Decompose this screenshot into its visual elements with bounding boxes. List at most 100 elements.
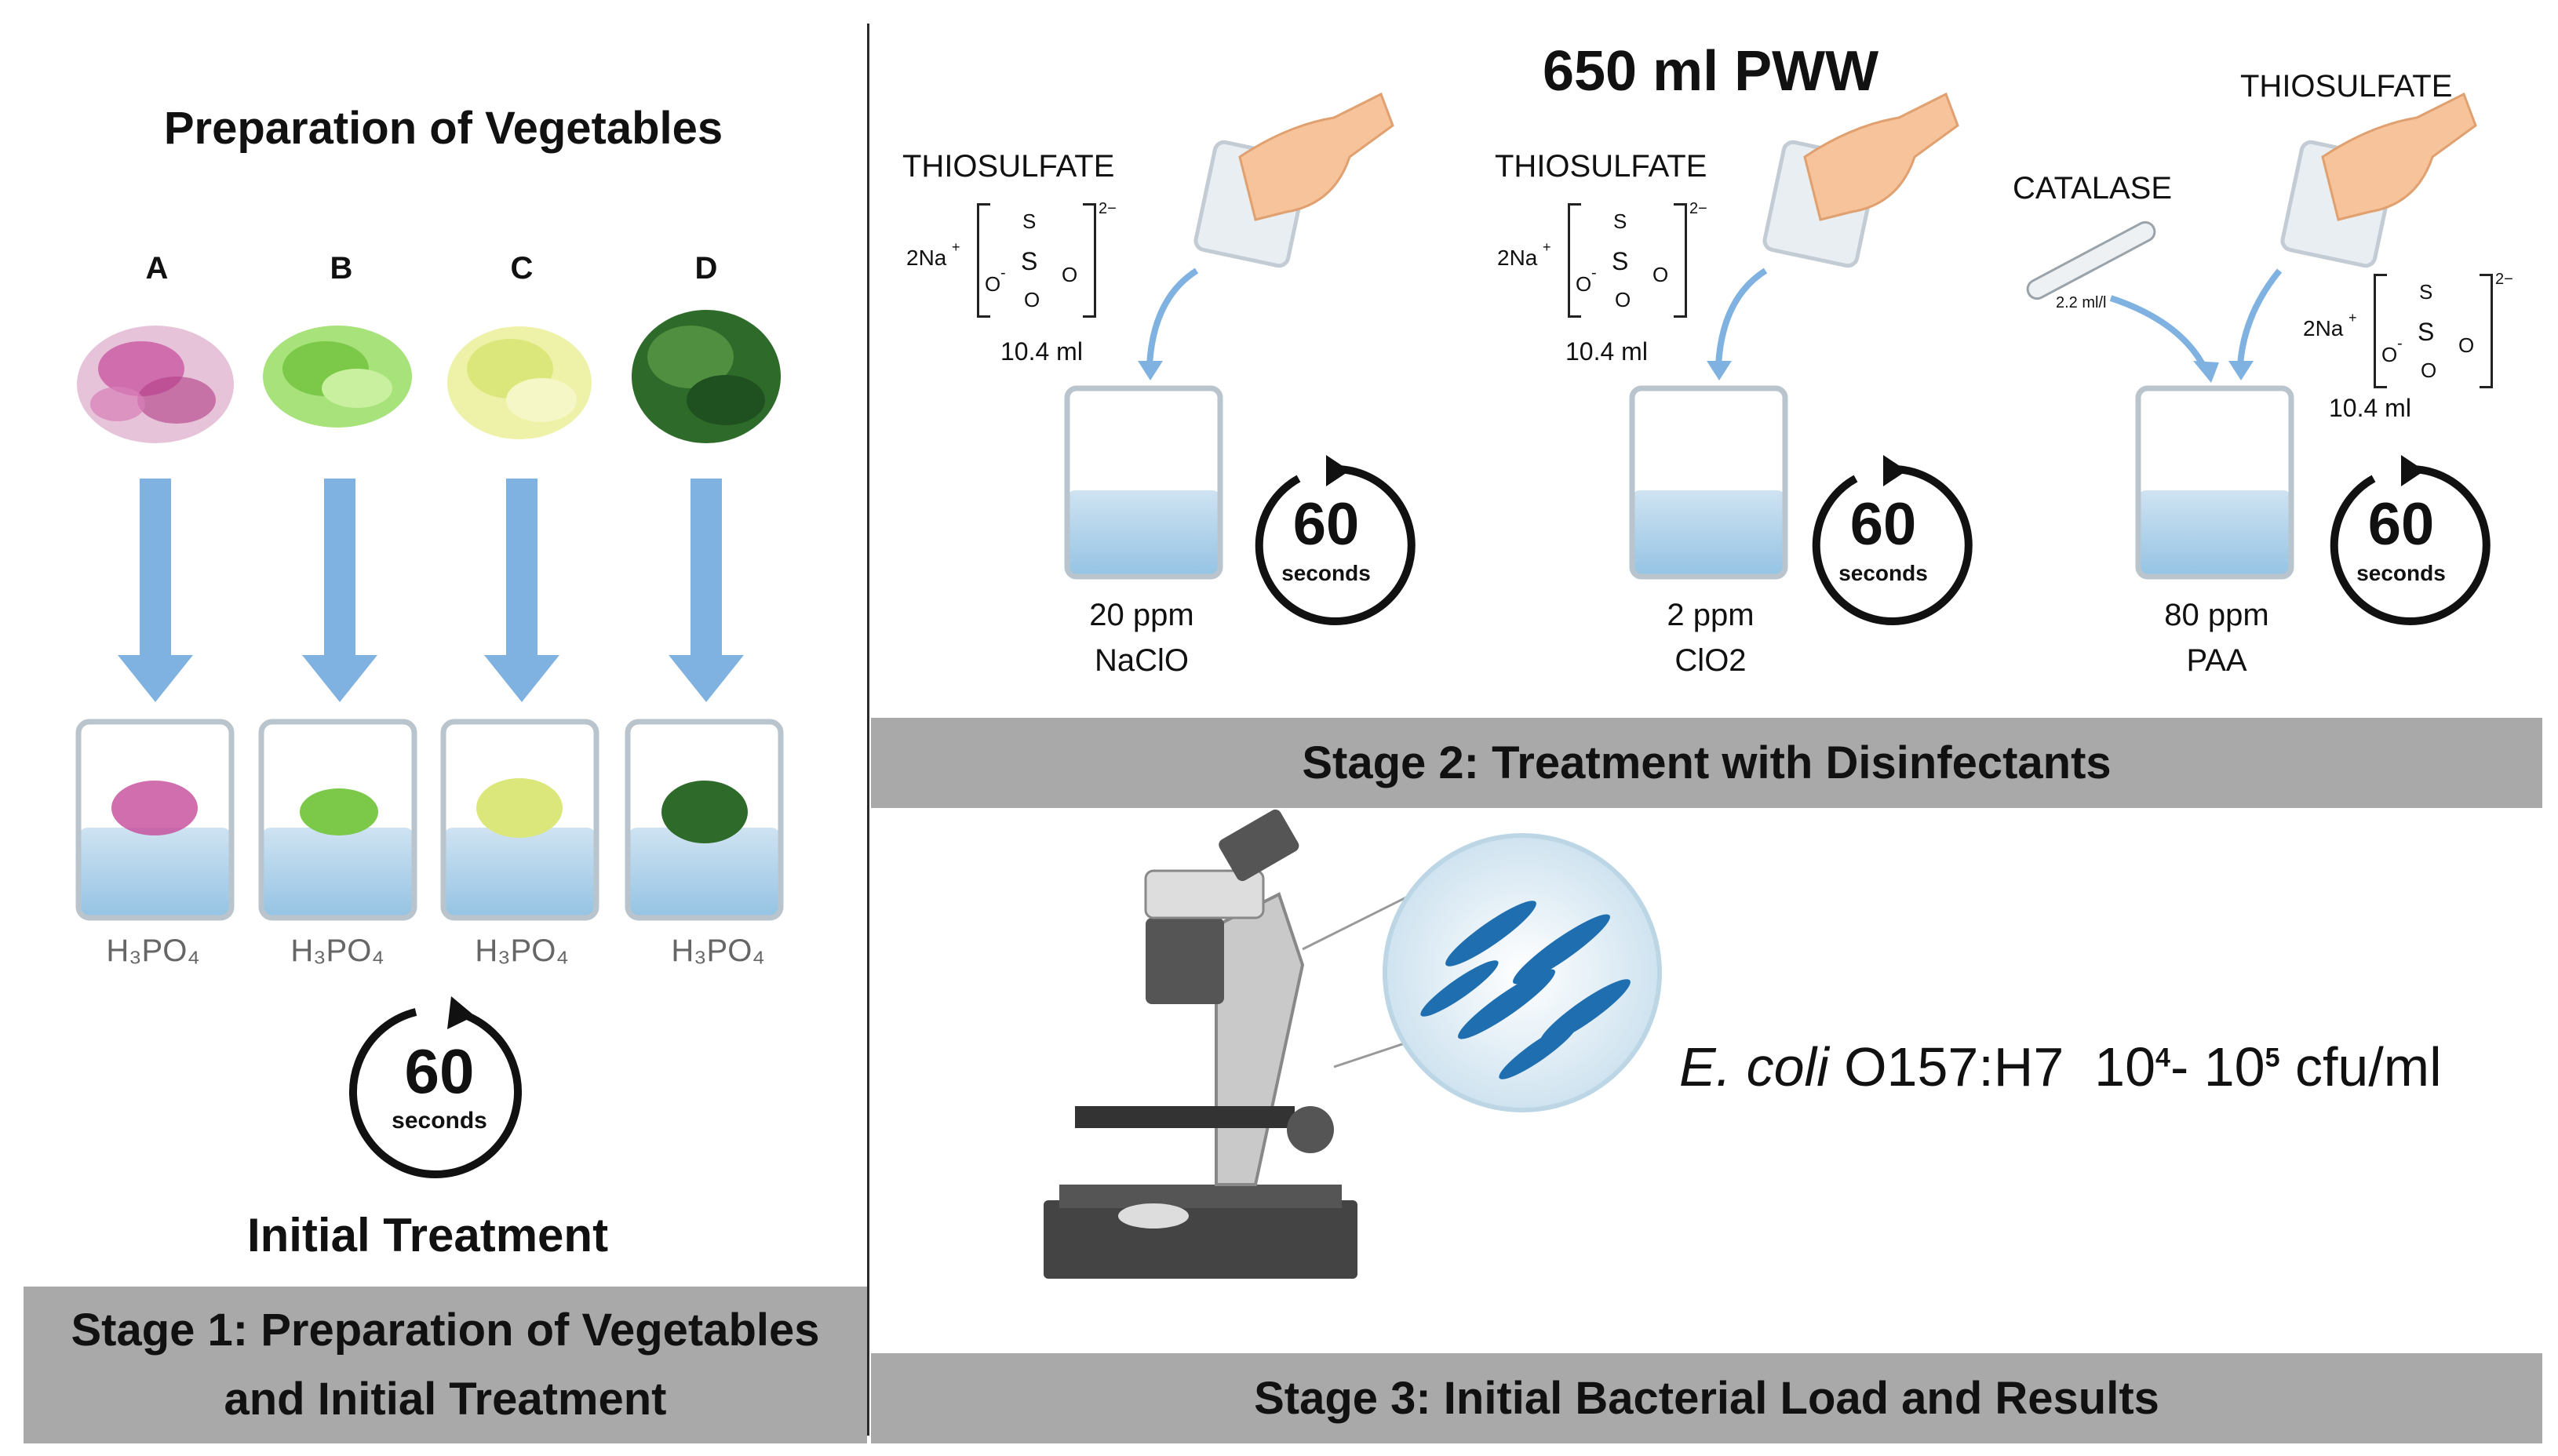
vegetables-column-c: C [443,251,600,286]
stage1-illustration [75,310,784,1178]
bracket-right [1083,203,1096,318]
formula-s-center: S [2418,318,2435,346]
curved-arrow-icon [2237,268,2283,366]
stage1-banner: Stage 1: Preparation of Vegetables and I… [24,1287,867,1443]
formula-o-minus: - [1000,264,1006,282]
down-arrow-icon [669,479,744,702]
timer-unit: seconds [392,1108,487,1134]
stage2-arrows [1146,268,2283,370]
vegetable-letter-d: D [694,251,718,286]
down-arrow-icon [118,479,193,702]
thiosulfate-formula-2: 2Na + S S O - O O 2− [1497,200,1733,326]
timer-value: 60 [404,1036,475,1106]
beaker-clo2-icon [1629,385,1788,580]
down-arrow-icon [302,479,377,702]
curved-arrow-icon [2109,295,2208,370]
curved-arrow-icon [1146,268,1199,366]
timer-value-1: 60 [1292,491,1360,558]
formula-o-bottom: O [1615,288,1631,311]
initial-treatment-label: Initial Treatment [246,1209,609,1261]
treatment-agent-paa: PAA [2186,643,2247,678]
section-divider [867,24,869,1436]
vegetable-c-icon [447,326,592,439]
formula-na: 2Na [1497,246,1538,270]
formula-charge: 2− [1099,200,1117,217]
formula-o-minus: - [1591,264,1597,282]
microscope-icon [1044,809,1357,1279]
bracket-left [1568,203,1581,318]
beaker-label-b: H₃PO₄ [290,934,384,968]
stage1-banner-line1: Stage 1: Preparation of Vegetables [71,1305,820,1356]
thiosulfate-volume-1: 10.4 ml [1000,337,1083,366]
load-unit: cfu/ml [2294,1036,2442,1097]
beaker-label-d: H₃PO₄ [671,934,765,968]
treatment-agent-naclo: NaClO [1094,643,1190,678]
formula-na-plus: + [2348,310,2357,326]
formula-s-center: S [1021,247,1038,275]
range-base-2: 10 [2203,1036,2265,1097]
formula-o-right: O [1062,263,1078,286]
organism-name: E. coli [1679,1036,1829,1097]
vegetable-letter-b: B [330,251,353,286]
down-arrow-icon [484,479,559,702]
timer-value-2: 60 [1849,491,1917,558]
range-base-1: 10 [2094,1036,2156,1097]
vegetable-letter-c: C [510,251,534,286]
thiosulfate-label-1: THIOSULFATE [902,149,1115,184]
formula-s-top: S [1022,209,1037,233]
formula-s-top: S [2419,280,2433,304]
vegetables-column-b: B [263,251,420,286]
formula-o-bottom: O [1024,288,1040,311]
bracket-right [2480,274,2493,388]
treatment-conc-naclo: 20 ppm [1089,598,1194,632]
stage1-title: Preparation of Vegetables [163,103,723,154]
formula-na: 2Na [2303,316,2344,340]
formula-s-top: S [1613,209,1627,233]
formula-o-right: O [1652,263,1669,286]
thiosulfate-volume-3: 10.4 ml [2329,394,2411,422]
timer-unit-3: seconds [2356,561,2446,585]
catalase-label: CATALASE [2013,171,2173,206]
timer-unit-1: seconds [1281,561,1371,585]
bacterial-load-text: E. coli O157:H7 104- 105 cfu/ml [1679,1036,2442,1098]
formula-s-center: S [1612,247,1629,275]
vegetable-b-icon [263,326,412,428]
formula-charge: 2− [2495,271,2513,288]
vegetables-column-d: D [628,251,785,286]
thiosulfate-label-2: THIOSULFATE [1495,149,1707,184]
formula-o-left: O [1576,272,1592,296]
bacteria-magnified-icon [1383,833,1662,1112]
stage2-banner: Stage 2: Treatment with Disinfectants [871,718,2542,808]
beaker-paa-icon [2135,385,2294,580]
treatment-agent-clo2: ClO2 [1674,643,1747,678]
stage3-banner: Stage 3: Initial Bacterial Load and Resu… [871,1353,2542,1443]
vegetable-letter-a: A [145,251,169,286]
beaker-label-a: H₃PO₄ [106,934,200,968]
catalase-dose: 2.2 ml/l [2056,294,2107,311]
bracket-left [2374,274,2387,388]
pouring-hand-icon [2280,92,2477,268]
thiosulfate-formula-1: 2Na + S S O - O O 2− [906,200,1142,326]
beaker-b-icon [258,719,417,921]
beaker-label-c: H₃PO₄ [475,934,569,968]
stage2-title: 650 ml PWW [1542,40,1879,103]
stage1-arrows [118,479,744,702]
organism-strain: O157:H7 [1844,1036,2064,1097]
range-separator: - [2170,1036,2204,1097]
formula-charge: 2− [1689,200,1707,217]
beaker-naclo-icon [1064,385,1223,580]
stage2-illustration [1064,92,2491,625]
curved-arrow-icon [1715,268,1768,366]
bracket-right [1674,203,1687,318]
treatment-conc-paa: 80 ppm [2164,598,2269,632]
pouring-hand-icon [1193,92,1394,268]
vegetable-a-icon [77,326,234,443]
formula-na-plus: + [952,239,960,255]
range-exp-1: 4 [2155,1043,2170,1073]
formula-o-left: O [2381,343,2398,366]
beaker-a-icon [75,719,235,921]
vegetable-d-icon [632,310,781,443]
timer-unit-2: seconds [1838,561,1928,585]
catalase-tube-icon [2026,220,2156,300]
formula-o-minus: - [2397,335,2403,352]
